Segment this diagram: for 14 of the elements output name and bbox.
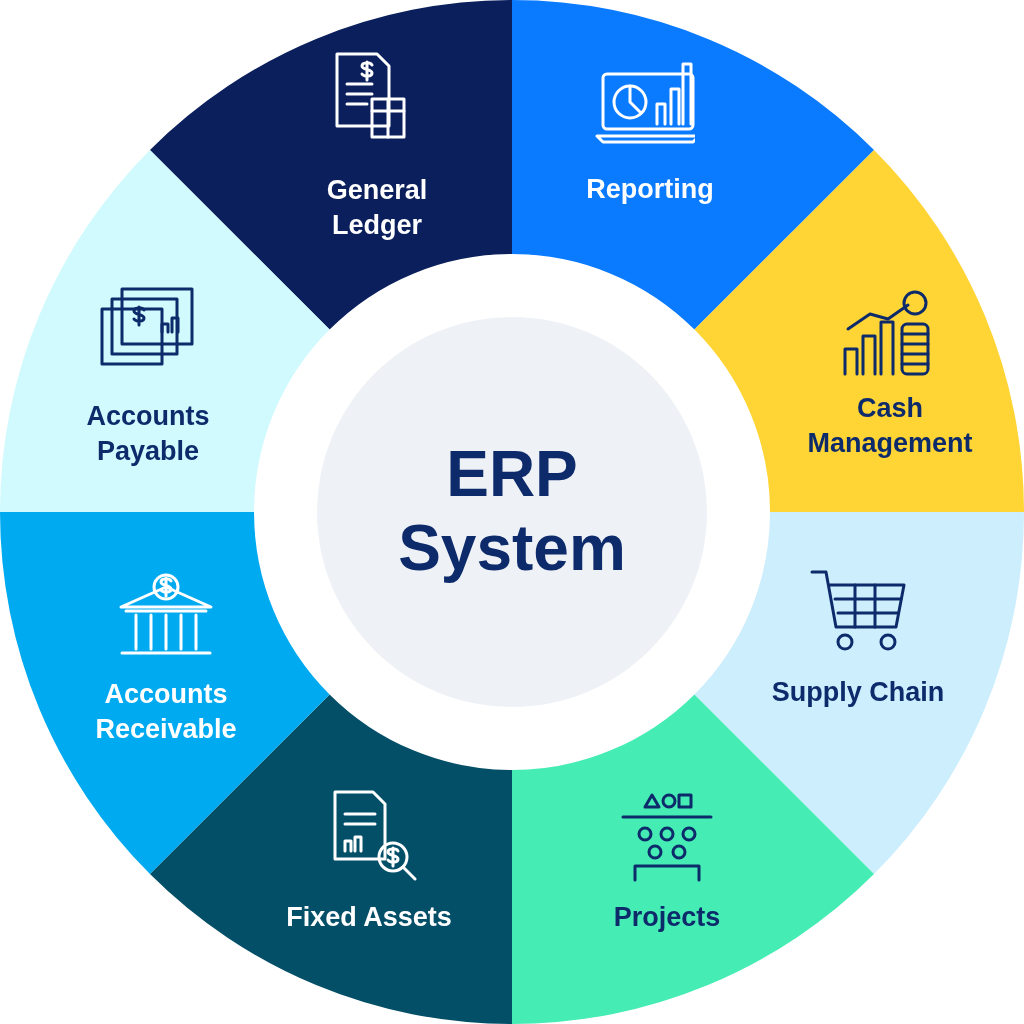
segment-label: Reporting (585, 173, 715, 207)
segment-label: Accounts Receivable (94, 677, 238, 746)
segment-label: Cash Management (806, 391, 974, 460)
segment-label: General Ledger (325, 173, 429, 242)
title-text: ERP System (397, 438, 627, 586)
wedge-segment (0, 512, 330, 875)
segment-label: Accounts Payable (85, 399, 211, 468)
segment-label: Supply Chain (770, 676, 946, 710)
segment-label: Fixed Assets (285, 901, 453, 935)
segment-label: Projects (612, 901, 722, 935)
wedge-segment (511, 0, 875, 330)
wedge-segment (694, 512, 1024, 875)
wedge-segment (149, 0, 512, 330)
wedge-segment (0, 149, 330, 513)
